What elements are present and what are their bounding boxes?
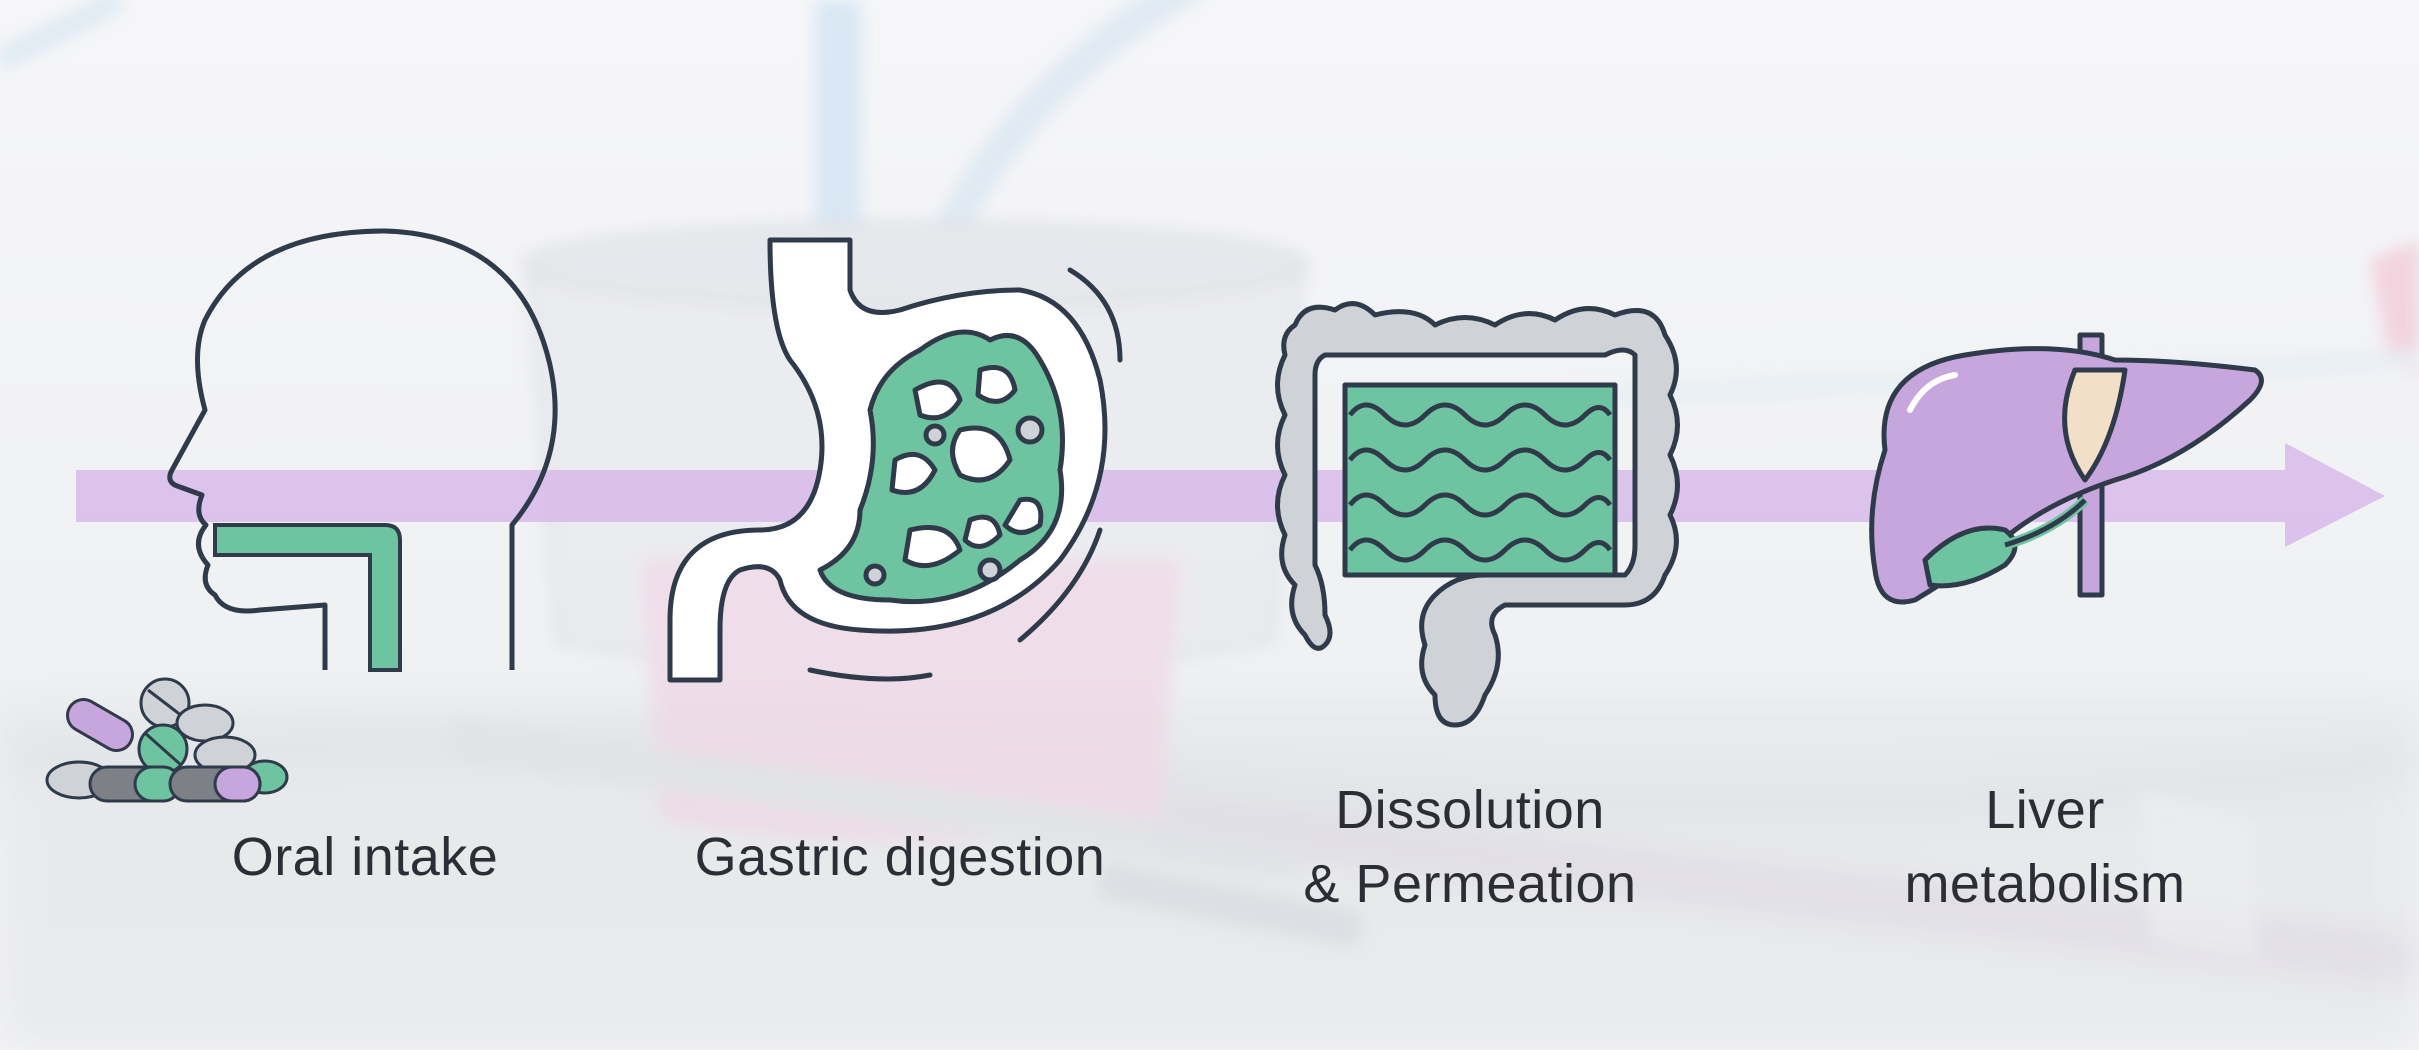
stage-label-oral-intake: Oral intake	[190, 820, 540, 894]
liver-icon	[1869, 332, 2264, 605]
stage-label-dissolution-permeation: Dissolution & Permeation	[1250, 773, 1690, 921]
stage-label-line: metabolism	[1904, 854, 2186, 914]
stomach-icon	[667, 237, 1123, 683]
intestines-icon	[1275, 301, 1680, 728]
stage-label-liver-metabolism: Liver metabolism	[1855, 773, 2235, 921]
stage-label-line: Oral intake	[231, 827, 499, 887]
pills-icon	[45, 677, 289, 803]
stage-label-line: Liver	[1985, 780, 2105, 840]
head-profile-icon	[167, 228, 558, 672]
stage-label-line: Dissolution	[1335, 780, 1605, 840]
stage-label-line: & Permeation	[1303, 854, 1637, 914]
stage-label-line: Gastric digestion	[694, 827, 1106, 887]
stage-label-gastric-digestion: Gastric digestion	[640, 820, 1160, 894]
